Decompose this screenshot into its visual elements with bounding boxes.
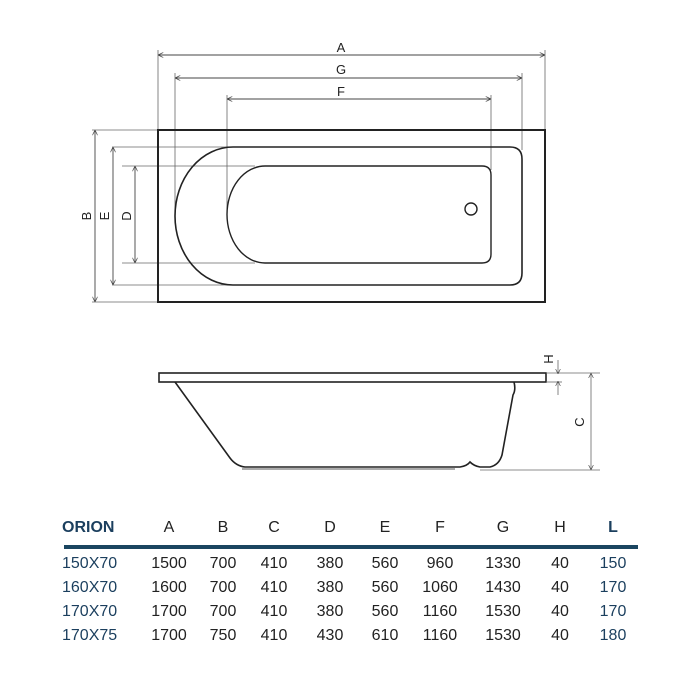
cell: 1060 [422, 579, 458, 596]
cell: 560 [371, 579, 399, 596]
table-row: 150X70 1500 700 410 380 560 960 1330 40 … [62, 552, 642, 576]
cell: 1700 [151, 603, 187, 620]
header-C: C [268, 519, 280, 536]
label-D: D [119, 211, 134, 220]
cell: 1330 [485, 555, 521, 572]
row-model: 150X70 [62, 555, 118, 572]
header-F: F [435, 519, 445, 536]
cell: 1700 [151, 627, 187, 644]
table-row: 170X75 1700 750 410 430 610 1160 1530 40… [62, 624, 642, 648]
cell: 1530 [485, 603, 521, 620]
cell: 410 [260, 603, 288, 620]
header-L: L [608, 519, 618, 536]
cell: 410 [260, 579, 288, 596]
dimensions-table: ORION A B C D E F G H L 150X70 1500 700 … [62, 514, 642, 648]
cell: 560 [371, 555, 399, 572]
cell: 430 [316, 627, 344, 644]
cell: 410 [260, 627, 288, 644]
cell: 1160 [422, 627, 458, 644]
bathtub-dimension-diagram: A G F B E D H C [79, 40, 600, 471]
cell: 380 [316, 603, 344, 620]
row-model: 170X70 [62, 603, 118, 620]
row-model: 170X75 [62, 627, 118, 644]
cell: 700 [209, 603, 237, 620]
cell: 610 [371, 627, 399, 644]
cell: 560 [371, 603, 399, 620]
cell: 170 [599, 579, 627, 596]
header-H: H [554, 519, 566, 536]
header-G: G [496, 519, 510, 536]
cell: 700 [209, 555, 237, 572]
table-row: 170X70 1700 700 410 380 560 1160 1530 40… [62, 600, 642, 624]
label-H: H [541, 354, 556, 363]
cell: 410 [260, 555, 288, 572]
table-header-rule [64, 545, 638, 549]
header-D: D [324, 519, 336, 536]
cell: 380 [316, 579, 344, 596]
label-B: B [79, 212, 94, 221]
cell: 180 [599, 627, 627, 644]
cell: 40 [551, 555, 569, 572]
cell: 700 [209, 579, 237, 596]
header-A: A [163, 519, 175, 536]
cell: 40 [551, 627, 569, 644]
cell: 380 [316, 555, 344, 572]
cell: 1160 [422, 603, 458, 620]
cell: 750 [209, 627, 237, 644]
header-E: E [379, 519, 391, 536]
top-view [92, 50, 546, 303]
cell: 1500 [151, 555, 187, 572]
cell: 1600 [151, 579, 187, 596]
drain-icon [464, 202, 478, 216]
label-E: E [97, 211, 112, 220]
table-row: 160X70 1600 700 410 380 560 1060 1430 40… [62, 576, 642, 600]
cell: 40 [551, 603, 569, 620]
cell: 150 [599, 555, 627, 572]
header-B: B [217, 519, 229, 536]
cell: 170 [599, 603, 627, 620]
cell: 1530 [485, 627, 521, 644]
cell: 960 [426, 555, 454, 572]
header-model: ORION [62, 519, 115, 536]
label-G: G [336, 62, 346, 77]
table-header-row: ORION A B C D E F G H L [62, 514, 642, 542]
label-A: A [337, 40, 346, 55]
cell: 40 [551, 579, 569, 596]
row-model: 160X70 [62, 579, 118, 596]
side-view [158, 360, 600, 471]
label-C: C [572, 417, 587, 426]
label-F: F [337, 84, 345, 99]
cell: 1430 [485, 579, 521, 596]
